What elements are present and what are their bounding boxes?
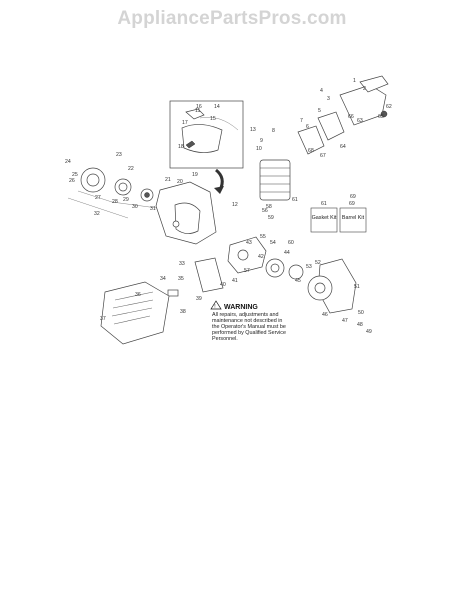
part-number-label: 47 — [342, 318, 348, 324]
part-number-label: 13 — [250, 127, 256, 133]
clutch-assembly — [67, 167, 158, 219]
part-number-label: 41 — [232, 278, 238, 284]
part-number-label: 65 — [378, 114, 384, 120]
detail-inset — [169, 100, 244, 169]
part-number-label: 63 — [357, 118, 363, 124]
warning-block: ! WARNING All repairs, adjustments and m… — [210, 300, 286, 342]
part-number-label: 49 — [366, 329, 372, 335]
part-number-label: 68 — [308, 148, 314, 154]
part-number-label: 22 — [128, 166, 134, 172]
warning-line-2: maintenance not described in — [212, 318, 282, 324]
crankshaft-group — [227, 236, 304, 280]
part-number-label: 43 — [246, 240, 252, 246]
kit-69-box: 69 Barrel Kit — [339, 201, 367, 233]
part-number-label: 62 — [386, 104, 392, 110]
part-number-label: 46 — [322, 312, 328, 318]
part-number-label: 54 — [270, 240, 276, 246]
kit-69-number: 69 — [349, 201, 355, 207]
part-number-label: 29 — [123, 197, 129, 203]
part-number-label: 61 — [292, 197, 298, 203]
part-number-label: 55 — [260, 234, 266, 240]
drive-housing — [307, 258, 357, 314]
warning-title: WARNING — [224, 304, 258, 311]
part-number-label: 57 — [244, 268, 250, 274]
part-number-label: 12 — [232, 202, 238, 208]
part-number-label: 44 — [284, 250, 290, 256]
part-number-label: 66 — [348, 114, 354, 120]
warning-line-3: the Operator's Manual must be — [212, 324, 286, 330]
part-number-label: 69 — [350, 194, 356, 200]
kit-69-title: Barrel Kit — [342, 215, 365, 221]
part-number-label: 38 — [180, 309, 186, 315]
part-number-label: 56 — [262, 208, 268, 214]
part-number-label: 8 — [272, 128, 275, 134]
part-number-label: 31 — [150, 206, 156, 212]
part-number-label: 42 — [258, 254, 264, 260]
part-number-callouts: 1234567891011121314151617181920212223242… — [65, 78, 392, 335]
part-number-label: 45 — [295, 278, 301, 284]
part-number-label: 25 — [72, 172, 78, 178]
part-number-label: 59 — [268, 215, 274, 221]
fan-shroud — [100, 281, 170, 345]
part-number-label: 53 — [306, 264, 312, 270]
part-number-label: 23 — [116, 152, 122, 158]
part-number-label: 39 — [196, 296, 202, 302]
part-number-label: 58 — [266, 204, 272, 210]
part-number-label: 26 — [69, 178, 75, 184]
part-number-label: 52 — [315, 260, 321, 266]
part-number-label: 40 — [220, 282, 226, 288]
part-number-label: 3 — [327, 96, 330, 102]
part-number-label: 4 — [320, 88, 323, 94]
part-number-label: 67 — [320, 153, 326, 159]
warning-line-5: Personnel. — [212, 336, 238, 342]
warning-line-4: performed by Qualified Service — [212, 330, 286, 336]
part-number-label: 35 — [178, 276, 184, 282]
part-number-label: 7 — [300, 118, 303, 124]
part-number-label: 34 — [160, 276, 166, 282]
part-number-label: 2 — [363, 86, 366, 92]
part-number-label: 33 — [179, 261, 185, 267]
kit-61-title: Gasket Kit — [312, 215, 337, 221]
part-number-label: 50 — [358, 310, 364, 316]
part-number-label: 36 — [135, 292, 141, 298]
part-number-label: 28 — [112, 199, 118, 205]
part-number-label: 20 — [177, 179, 183, 185]
engine-cylinder — [259, 159, 291, 201]
part-number-label: 6 — [306, 124, 309, 130]
part-number-label: 27 — [95, 195, 101, 201]
ignition-module — [167, 257, 224, 297]
part-number-label: 10 — [256, 146, 262, 152]
part-number-label: 16 — [196, 104, 202, 110]
kit-61-number: 61 — [321, 201, 327, 207]
part-number-label: 1 — [353, 78, 356, 84]
warning-line-1: All repairs, adjustments and — [212, 312, 279, 318]
part-number-label: 60 — [288, 240, 294, 246]
part-number-label: 37 — [100, 316, 106, 322]
kit-61-box: 61 Gasket Kit — [310, 201, 338, 233]
part-number-label: 32 — [94, 211, 100, 217]
part-number-label: 11 — [195, 108, 200, 114]
part-number-label: 5 — [318, 108, 321, 114]
part-number-label: 15 — [210, 116, 216, 122]
crankcase-housing — [155, 181, 217, 245]
part-number-label: 51 — [354, 284, 360, 290]
part-number-label: 17 — [182, 120, 188, 126]
part-number-label: 18 — [178, 144, 184, 150]
part-number-label: 30 — [132, 204, 138, 210]
part-number-label: 48 — [357, 322, 363, 328]
part-number-label: 9 — [260, 138, 263, 144]
part-number-label: 64 — [340, 144, 346, 150]
part-number-label: 24 — [65, 159, 71, 165]
air-filter-assembly — [297, 75, 389, 155]
svg-text:!: ! — [214, 304, 215, 310]
part-number-label: 14 — [214, 104, 220, 110]
watermark-logo: AppliancePartsPros.com — [117, 8, 347, 29]
part-number-label: 21 — [165, 177, 171, 183]
part-number-label: 19 — [192, 172, 198, 178]
